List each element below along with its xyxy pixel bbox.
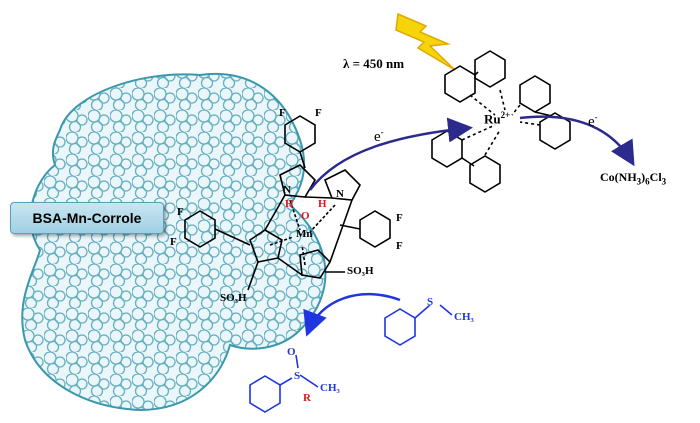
product-oxygen: O [287, 346, 296, 358]
protein-surface [21, 72, 327, 412]
fluorine-label: F [279, 107, 286, 119]
lightning-bolt-icon [395, 12, 456, 71]
electron-transfer-arrow-1 [309, 117, 473, 191]
bsa-mn-corrole-label: BSA-Mn-Corrole [10, 202, 164, 234]
product-sulfur: S [294, 370, 301, 382]
substrate-methyl: CH₃ [454, 311, 474, 323]
ruthenium-center: Ru2+ [484, 110, 511, 127]
oxygen-transfer-arrow [303, 292, 401, 337]
nitrogen-label: N [283, 184, 291, 196]
sulfoxide-product [249, 354, 319, 413]
oxo-ligand: O [301, 210, 310, 222]
fluorine-label: F [315, 107, 322, 119]
hydrogen-right: H [318, 198, 327, 210]
manganese-center: Mn [296, 228, 313, 240]
hydrogen-left: H [285, 198, 294, 210]
thioanisole-substrate [384, 304, 453, 346]
electron-label-1: e- [374, 127, 384, 145]
fluorine-label: F [170, 236, 177, 248]
electron-transfer-arrow-2 [519, 115, 635, 167]
product-r-group: R [303, 392, 311, 404]
sulfonate-left: SO₃H [220, 292, 247, 304]
mn-corrole-structure [184, 115, 391, 291]
product-methyl: CH₃ [320, 382, 340, 394]
cobalt-acceptor-label: Co(NH3)6Cl3 [600, 170, 667, 187]
nitrogen-label: N [336, 188, 344, 200]
electron-label-2: e- [588, 112, 598, 130]
substrate-sulfur: S [427, 296, 434, 308]
fluorine-label: F [177, 206, 184, 218]
sulfonate-right: SO₃H [347, 265, 374, 277]
wavelength-label: λ = 450 nm [343, 56, 405, 71]
fluorine-label: F [396, 212, 403, 224]
fluorine-label: F [396, 240, 403, 252]
